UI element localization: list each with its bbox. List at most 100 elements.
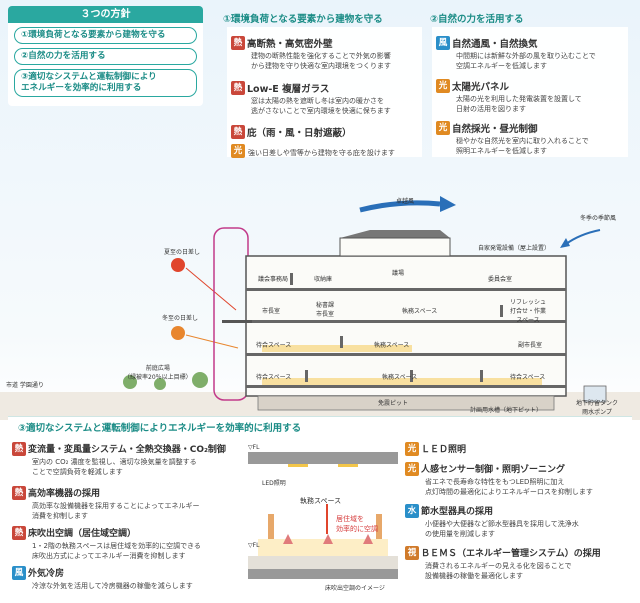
section2-panel: 風自然通風・自然換気 中間期には新鮮な外部の風を取り込むことで 空調エネルギーを… xyxy=(432,27,628,157)
s3-item-title: 人感センサー制御・照明ゾーニング xyxy=(421,465,566,475)
ceiling-slab xyxy=(248,452,398,464)
room-deputy: 副市長室 xyxy=(518,342,543,349)
s2-item-1: 風自然通風・自然換気 中間期には新鮮な外部の風を取り込むことで 空調エネルギーを… xyxy=(436,32,624,71)
fl-bottom-label: ▽FL xyxy=(248,542,260,549)
floor-air-illustration xyxy=(248,452,398,579)
s3-item: 風外気冷房 冷涼な外気を活用して冷房機器の稼働を減らします xyxy=(12,562,244,591)
visual-tag: 視 xyxy=(405,545,419,560)
sun-summer-label: 夏至の日差し xyxy=(164,249,201,256)
heat-tag: 熱 xyxy=(12,485,26,500)
tank-label: 地下貯留タンク 雨水ポンプ xyxy=(576,400,619,416)
s2-item-desc: 中間期には新鮮な外部の風を取り込むことで 空調エネルギーを低減します xyxy=(456,52,596,70)
s2-item-title: 自然採光・昼光制御 xyxy=(452,123,538,135)
s1-item-desc: 窓は太陽の熱を遮断し冬は室内の暖かさを 逃がさないことで室内環境を快適に保ちます xyxy=(251,97,391,115)
s3-left-column: 熱 変流量・変風量システム・全熱交換器・CO₂制御 室内の CO₂ 濃度を監視し、… xyxy=(12,438,248,598)
s2-item-title: 自然通風・自然換気 xyxy=(452,38,538,50)
s2-item-desc: 太陽の光を利用した発電装置を設置して 日射の活用を図ります xyxy=(456,95,582,113)
led-label: LED照明 xyxy=(262,480,286,487)
zone-label: 居住域を 効率的に空調 xyxy=(336,515,378,533)
room-storage: 収納庫 xyxy=(314,276,333,283)
wind-winter-label: 冬季の季節風 xyxy=(580,215,617,222)
room-wait2: 待合スペース xyxy=(256,342,292,349)
room-office2: 執務スペース xyxy=(374,342,410,349)
person-icon xyxy=(290,273,503,382)
policy-item-2: ②自然の力を活用する xyxy=(14,48,197,65)
s3-item-title: ＢＥＭＳ（エネルギー管理システム）の採用 xyxy=(421,549,601,559)
policies-box: ３つの方針 ①環境負荷となる要素から建物を守る ②自然の力を活用する ③適切なシ… xyxy=(8,6,203,106)
building-section-diagram xyxy=(0,196,640,420)
plaza-label: 前庭広場 （緑被率20％以上目標） xyxy=(124,365,192,381)
s2-item-3: 光自然採光・昼光制御 穏やかな自然光を室内に取り入れることで 照明エネルギーを低… xyxy=(436,117,624,156)
floor-slabs xyxy=(246,288,566,388)
floor-slab xyxy=(248,569,398,579)
s3-item-desc: 小便器や大便器など節水型器具を採用して洗浄水 の使用量を削減します xyxy=(425,520,579,538)
room-mayor: 市長室 xyxy=(262,308,281,315)
winter-sun-icon xyxy=(171,326,185,340)
s3-item-desc: 室内の CO₂ 濃度を監視し、適切な換気量を調整する ことで空調負荷を軽減します xyxy=(32,458,197,476)
illustration-caption: 床吹出空調のイメージ xyxy=(325,585,385,592)
room-office1: 執務スペース xyxy=(382,374,418,381)
room-roof-equip: 自家発電設備（屋上設置） xyxy=(478,245,551,252)
s2-item-title: 太陽光パネル xyxy=(452,81,510,93)
s1-item-1: 熱高断熱・高気密外壁 建物の断熱性能を強化することで外気の影響 から建物を守り快… xyxy=(231,32,418,71)
airflow-arrow-icon xyxy=(283,534,373,544)
water-tag: 水 xyxy=(405,503,419,518)
s3-item-desc: 省エネで長寿命な特性をもつLED照明に加え 点灯時間の最適化によりエネルギーロス… xyxy=(425,478,593,496)
fl-top-label: ▽FL xyxy=(248,444,260,451)
wind-main-label: 卓越風 xyxy=(396,198,415,205)
s3-item-desc: 冷涼な外気を活用して冷房機器の稼働を減らします xyxy=(32,582,193,590)
policy-item-1: ①環境負荷となる要素から建物を守る xyxy=(14,27,197,44)
tree-icon xyxy=(123,372,208,390)
policy-item-3: ③適切なシステムと運転制御により エネルギーを効率的に利用する xyxy=(14,69,197,97)
s3-item: 熱変流量・変風量システム・全熱交換器・CO₂制御 室内の CO₂ 濃度を監視し、… xyxy=(12,438,244,477)
facade-highlight xyxy=(213,227,249,401)
s3-item: 熱高効率機器の採用 高効率な設備機器を採用することによってエネルギー 消費を抑制… xyxy=(12,482,244,521)
building-body xyxy=(245,255,567,397)
pit-label: 免震ピット xyxy=(378,400,409,407)
s3-item-desc: 消費されるエネルギーの見える化を図ることで 設備機器の稼働を最適化します xyxy=(425,562,572,580)
heat-tag: 熱 xyxy=(12,525,26,540)
s3-item-title: 床吹出空調（居住域空調） xyxy=(28,529,137,539)
wind-tag: 風 xyxy=(12,565,26,580)
section2-header: ②自然の力を活用する xyxy=(430,14,524,25)
heat-tag: 熱 xyxy=(231,124,245,139)
room-wait1: 待合スペース xyxy=(256,374,292,381)
room-office3: 執務スペース xyxy=(402,308,438,315)
policies-title: ３つの方針 xyxy=(8,6,203,23)
s1-item-title: Low-E 複層ガラス xyxy=(247,83,330,95)
s1-item-title: 高断熱・高気密外壁 xyxy=(247,38,333,50)
light-tag: 光 xyxy=(405,441,419,456)
office-space-label: 執務スペース xyxy=(300,497,342,505)
s2-item-desc: 穏やかな自然光を室内に取り入れることで 照明エネルギーを低減します xyxy=(456,137,589,155)
s3-item-title: 節水型器具の採用 xyxy=(421,507,494,517)
room-committee: 委員会室 xyxy=(488,276,513,283)
s3-item-desc: 高効率な設備機器を採用することによってエネルギー 消費を抑制します xyxy=(32,502,200,520)
s3-item-title: 高効率機器の採用 xyxy=(28,489,101,499)
roof xyxy=(340,230,450,238)
room-wait1b: 待合スペース xyxy=(510,374,546,381)
basement-pit xyxy=(257,395,555,411)
room-assembly: 議場 xyxy=(392,270,405,277)
trench-label: 計画用水槽（地下ピット） xyxy=(470,407,543,414)
section1-header: ①環境負荷となる要素から建物を守る xyxy=(223,14,383,25)
heat-tag: 熱 xyxy=(231,80,245,95)
s3-item-title: 変流量・変風量システム・全熱交換器・CO₂制御 xyxy=(28,445,226,455)
heat-tag: 熱 xyxy=(231,35,245,50)
s1-item-desc: 強い日差しや雪等から建物を守る庇を設けます xyxy=(248,149,395,157)
street-label: 市道 学園通り xyxy=(6,382,44,389)
light-tag: 光 xyxy=(405,461,419,476)
room-refresh: リフレッシュ 打合せ・作業 スペース xyxy=(510,299,547,324)
s1-item-3: 熱庇（雨・風・日射遮蔽） 光強い日差しや雪等から建物を守る庇を設けます xyxy=(231,121,418,159)
s2-item-2: 光太陽光パネル 太陽の光を利用した発電装置を設置して 日射の活用を図ります xyxy=(436,75,624,114)
light-tag: 光 xyxy=(436,78,450,93)
sun-winter-label: 冬至の日差し xyxy=(162,315,199,322)
light-tag: 光 xyxy=(231,143,245,158)
room-conference: 議会事務局 xyxy=(258,276,289,283)
wind-tag: 風 xyxy=(436,35,450,50)
s1-item-title: 庇（雨・風・日射遮蔽） xyxy=(247,127,352,139)
led-light-icon xyxy=(288,464,308,467)
light-tag: 光 xyxy=(436,120,450,135)
s1-item-desc: 建物の断熱性能を強化することで外気の影響 から建物を守り快適な室内環境をつくりま… xyxy=(251,52,391,70)
